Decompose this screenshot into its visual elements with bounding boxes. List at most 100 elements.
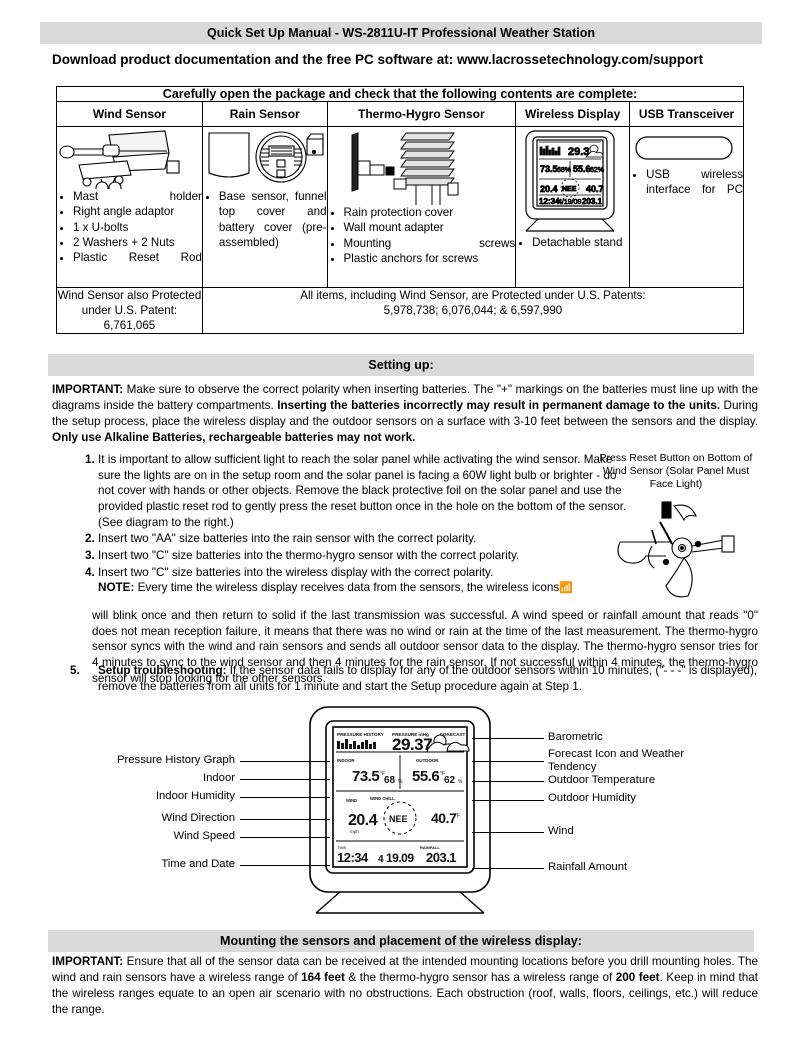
leader-line bbox=[240, 797, 330, 798]
svg-text:62%: 62% bbox=[590, 167, 604, 174]
wireless-signal-icon: 📶 bbox=[559, 582, 573, 595]
svg-text:4: 4 bbox=[378, 854, 384, 865]
svg-text:19.09: 19.09 bbox=[386, 851, 414, 865]
setup-steps-list: It is important to allow sufficient ligh… bbox=[70, 452, 630, 597]
list-item: Base sensor, funnel top cover and batter… bbox=[219, 189, 327, 250]
list-item: Plastic Reset Rod bbox=[73, 250, 202, 265]
column-header-wireless-display: Wireless Display bbox=[524, 107, 621, 121]
range-200-feet: 200 feet bbox=[615, 971, 660, 985]
svg-text:4/19/09: 4/19/09 bbox=[558, 199, 581, 206]
important-paragraph-setup: IMPORTANT: Make sure to observe the corr… bbox=[52, 382, 758, 446]
rain-sensor-items: Base sensor, funnel top cover and batter… bbox=[203, 189, 327, 250]
svg-text:%: % bbox=[398, 779, 403, 785]
list-item: USB wireless interface for PC bbox=[646, 167, 743, 198]
list-item: Plastic anchors for screws bbox=[344, 251, 516, 266]
leader-line bbox=[240, 761, 330, 762]
mounting-important-paragraph: IMPORTANT: Ensure that all of the sensor… bbox=[52, 954, 758, 1018]
svg-text:in: in bbox=[428, 739, 432, 745]
important-text-2: During the setup process, place the wire… bbox=[52, 399, 758, 429]
usb-transceiver-items: USB wireless interface for PC bbox=[630, 167, 743, 198]
callout-wind-speed: Wind Speed bbox=[173, 830, 235, 842]
list-item: 1 x U-bolts bbox=[73, 220, 202, 235]
svg-text:20.4: 20.4 bbox=[348, 812, 378, 829]
patent-note-right: All items, including Wind Sensor, are Pr… bbox=[201, 286, 745, 335]
leader-line bbox=[472, 738, 544, 739]
svg-text:INDOOR: INDOOR bbox=[337, 758, 355, 763]
svg-text:TIME: TIME bbox=[337, 845, 347, 850]
page-title: Quick Set Up Manual - WS-2811U-IT Profes… bbox=[40, 22, 762, 44]
step-3: Insert two "C" size batteries into the t… bbox=[98, 548, 630, 564]
callout-time-and-date: Time and Date bbox=[161, 858, 235, 870]
list-item: Right angle adaptor bbox=[73, 204, 202, 219]
svg-text:RAINFALL: RAINFALL bbox=[420, 845, 440, 850]
important-bold-1: Inserting the batteries incorrectly may … bbox=[277, 399, 721, 413]
svg-text:203.1: 203.1 bbox=[426, 850, 456, 865]
svg-text:%: % bbox=[458, 779, 463, 785]
important-bold-2: Only use Alkaline Batteries, rechargeabl… bbox=[52, 431, 416, 445]
svg-text:PRESSURE inHg: PRESSURE inHg bbox=[392, 732, 429, 737]
note-continuation: will blink once and then return to solid… bbox=[92, 609, 758, 685]
leader-line bbox=[472, 800, 544, 801]
wireless-display-items: Detachable stand bbox=[516, 235, 629, 250]
list-item: Mounting screws bbox=[344, 236, 516, 251]
leader-line bbox=[240, 837, 330, 838]
list-item: Rain protection cover bbox=[344, 205, 516, 220]
svg-text:62: 62 bbox=[444, 775, 456, 786]
column-header-rain-sensor: Rain Sensor bbox=[229, 107, 300, 121]
leader-line bbox=[240, 865, 330, 866]
callout-barometric: Barometric bbox=[548, 731, 603, 743]
list-item: Detachable stand bbox=[532, 235, 629, 250]
svg-text:OUTDOOR: OUTDOOR bbox=[416, 758, 439, 763]
wireless-display-large-illustration: PRESSURE HISTORY PRESSURE inHg FORECAST … bbox=[300, 705, 500, 922]
patent-note-left: Wind Sensor also Protected under U.S. Pa… bbox=[56, 286, 203, 335]
callout-pressure-history-graph: Pressure History Graph bbox=[116, 754, 235, 766]
svg-text:°F: °F bbox=[440, 771, 445, 777]
important-text-1: Make sure to observe the correct polarit… bbox=[52, 383, 758, 413]
column-header-wind-sensor: Wind Sensor bbox=[92, 107, 167, 121]
mounting-text-c: . Keep in mind that the wireless ranges … bbox=[52, 971, 759, 1017]
table-caption: Carefully open the package and check tha… bbox=[56, 86, 744, 102]
wireless-display-illustration: 29.37 73.5 68% 55.6 62% NEE 20.4 bbox=[516, 127, 629, 235]
svg-text:NEE: NEE bbox=[562, 186, 577, 193]
thermo-hygro-items: Rain protection cover Wall mount adapter… bbox=[328, 205, 516, 266]
leader-line bbox=[472, 832, 544, 833]
leader-line bbox=[472, 781, 544, 782]
svg-text:mph: mph bbox=[350, 829, 359, 834]
mounting-important-label: IMPORTANT: bbox=[52, 955, 124, 968]
step-4: Insert two "C" size batteries into the w… bbox=[98, 565, 630, 596]
callout-outdoor-temperature: Outdoor Temperature bbox=[548, 774, 656, 786]
svg-text:WIND: WIND bbox=[346, 798, 357, 803]
wind-sensor-illustration bbox=[57, 127, 202, 195]
svg-text:40.7: 40.7 bbox=[431, 810, 457, 826]
setting-up-section-heading: Setting up: bbox=[48, 354, 754, 376]
svg-text:73.5: 73.5 bbox=[352, 768, 379, 785]
important-label: IMPORTANT: bbox=[52, 383, 124, 396]
wind-sensor-reset-diagram bbox=[612, 500, 742, 615]
svg-text:12:34: 12:34 bbox=[539, 197, 560, 206]
mounting-section-heading: Mounting the sensors and placement of th… bbox=[48, 930, 754, 952]
svg-text:29.37: 29.37 bbox=[392, 735, 432, 754]
note-label: NOTE: bbox=[98, 581, 135, 595]
list-item: 2 Washers + 2 Nuts bbox=[73, 235, 202, 250]
callout-forecast-icon: Forecast Icon and Weather Tendency bbox=[548, 748, 728, 774]
wind-sensor-items: Mast holder Right angle adaptor 1 x U-bo… bbox=[57, 189, 202, 265]
patent-line-1: All items, including Wind Sensor, are Pr… bbox=[300, 289, 646, 302]
mounting-text-a: Ensure that all of the sensor data can b… bbox=[52, 955, 758, 985]
step-5-number: 5. bbox=[70, 664, 80, 677]
list-item: Wall mount adapter bbox=[344, 220, 516, 235]
svg-text:203.1: 203.1 bbox=[582, 197, 603, 206]
svg-text:20.4: 20.4 bbox=[540, 184, 558, 194]
patent-line-2: 5,978,738; 6,076,044; & 6,597,990 bbox=[383, 304, 563, 318]
leader-line bbox=[240, 819, 330, 820]
callout-wind-direction: Wind Direction bbox=[161, 812, 235, 824]
callout-wind: Wind bbox=[548, 825, 574, 837]
callout-rainfall-amount: Rainfall Amount bbox=[548, 861, 628, 873]
usb-transceiver-illustration bbox=[630, 127, 743, 167]
svg-text:55.6: 55.6 bbox=[412, 768, 439, 785]
svg-text:PRESSURE HISTORY: PRESSURE HISTORY bbox=[337, 732, 384, 737]
svg-text:55.6: 55.6 bbox=[573, 164, 591, 174]
callout-outdoor-humidity: Outdoor Humidity bbox=[548, 792, 636, 804]
svg-text:68%: 68% bbox=[557, 167, 571, 174]
svg-text:°F: °F bbox=[380, 771, 385, 777]
